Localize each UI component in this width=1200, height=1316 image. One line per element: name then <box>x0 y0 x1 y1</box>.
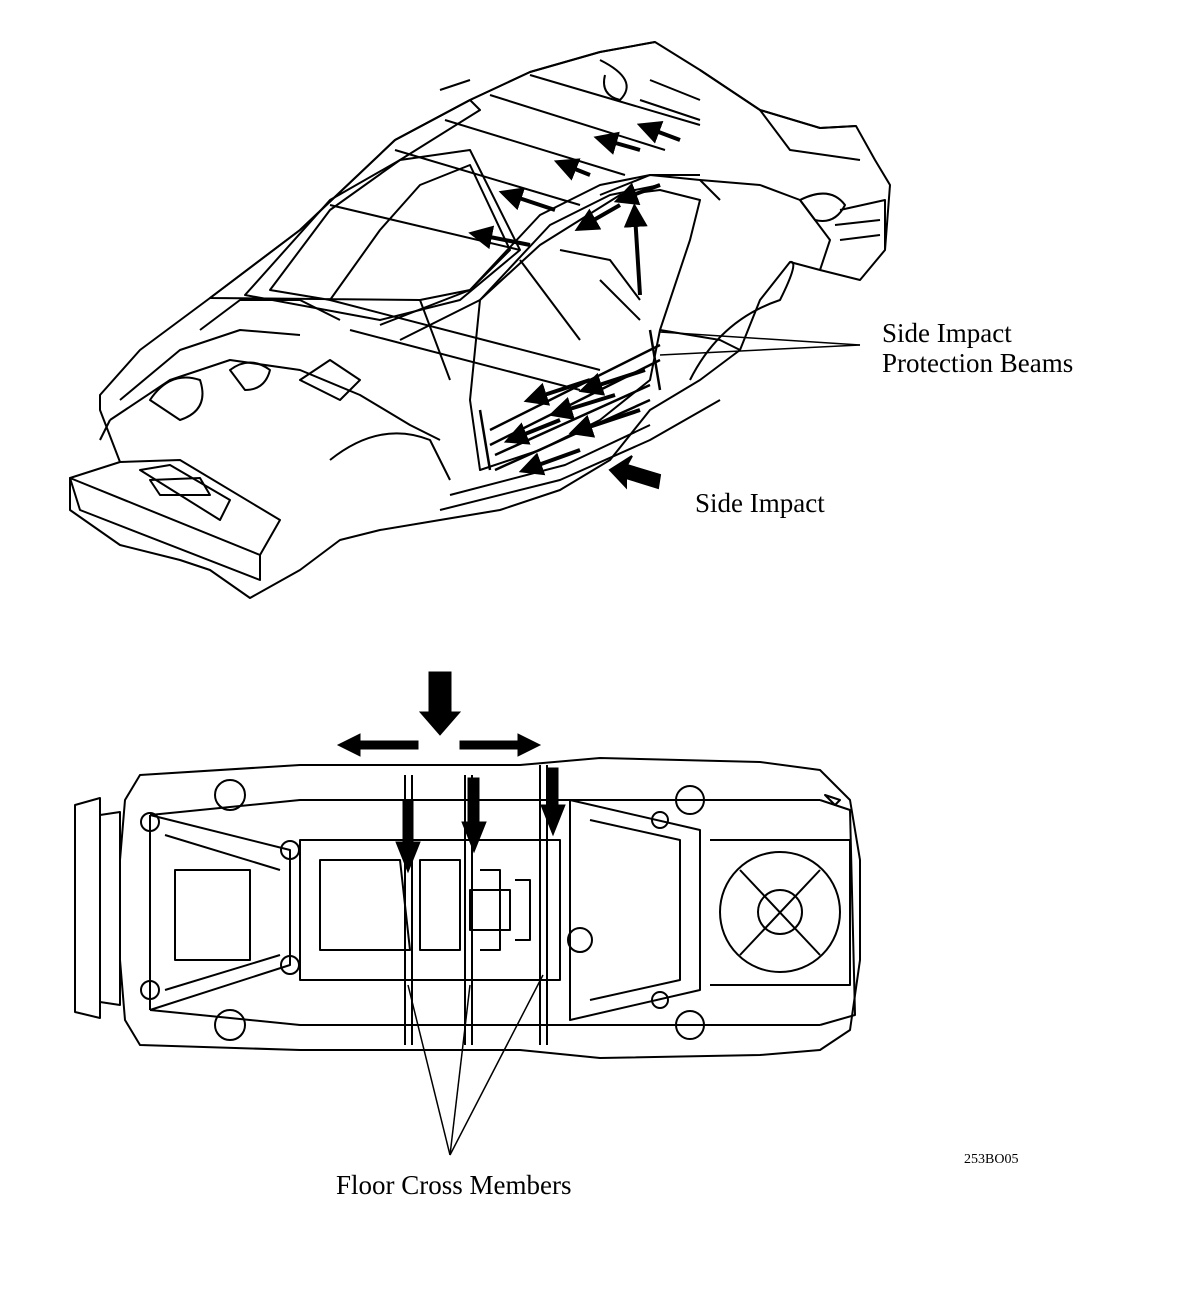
beam-leader-lines <box>659 331 861 356</box>
floor-cross-members-label: Floor Cross Members <box>336 1170 572 1200</box>
side-impact-protection-beams-label: Side Impact Protection Beams <box>882 318 1073 378</box>
figure-code: 253BO05 <box>964 1152 1019 1167</box>
car-body-shell <box>69 41 891 599</box>
top-load-path-arrows <box>468 120 681 476</box>
side-impact-arrow <box>608 455 662 490</box>
side-impact-label: Side Impact <box>695 488 825 518</box>
beams-label-line1: Side Impact <box>882 318 1012 348</box>
side-impact-protection-beams <box>478 329 662 472</box>
underbody-load-arrows <box>336 671 566 874</box>
beams-label-line2: Protection Beams <box>882 348 1074 378</box>
floor-leader-lines <box>407 974 544 1156</box>
